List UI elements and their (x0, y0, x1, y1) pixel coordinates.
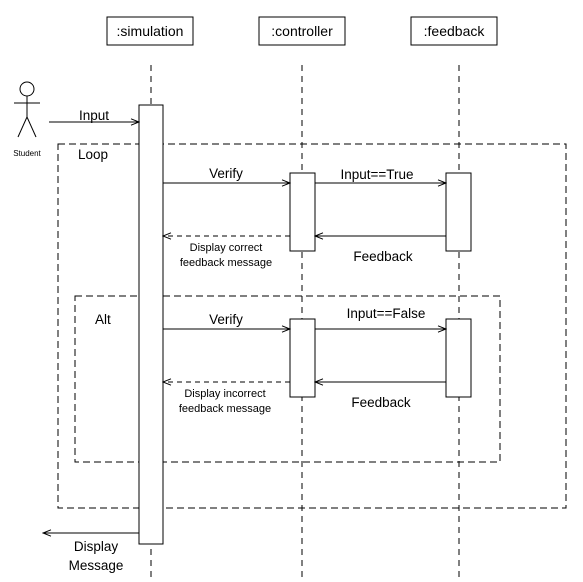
student-actor-label: Student (13, 149, 41, 158)
lifeline-header-controller: :controller (258, 16, 346, 46)
loop-fragment-label: Loop (78, 147, 108, 162)
activation-feedback-alt (445, 318, 472, 398)
message-input-true-label: Input==True (340, 167, 413, 182)
activation-feedback-loop (445, 172, 472, 252)
lifeline-label-feedback: :feedback (424, 23, 486, 39)
message-display-label-2: Message (69, 558, 124, 573)
alt-fragment (74, 295, 501, 463)
message-verify-alt-label: Verify (209, 312, 243, 327)
message-display-correct-label-2: feedback message (180, 257, 272, 269)
message-input-label: Input (79, 108, 109, 123)
message-display-correct-label-1: Display correct (190, 242, 263, 254)
message-input-false-label: Input==False (347, 306, 426, 321)
lifeline-header-feedback: :feedback (410, 16, 498, 46)
loop-fragment (57, 143, 567, 509)
message-display-incorrect-label-1: Display incorrect (184, 388, 265, 400)
message-feedback-loop-label: Feedback (353, 249, 413, 264)
activation-simulation (138, 104, 164, 545)
activation-controller-loop (289, 172, 316, 252)
lifeline-header-simulation: :simulation (106, 16, 194, 46)
activation-controller-alt (289, 318, 316, 398)
alt-fragment-label: Alt (95, 312, 111, 327)
message-display-label-1: Display (74, 539, 119, 554)
lifeline-label-controller: :controller (271, 23, 333, 39)
message-verify-loop-label: Verify (209, 166, 243, 181)
message-display-incorrect-label-2: feedback message (179, 403, 271, 415)
lifeline-label-simulation: :simulation (117, 23, 184, 39)
message-feedback-alt-label: Feedback (351, 395, 411, 410)
student-actor-icon (14, 81, 40, 138)
